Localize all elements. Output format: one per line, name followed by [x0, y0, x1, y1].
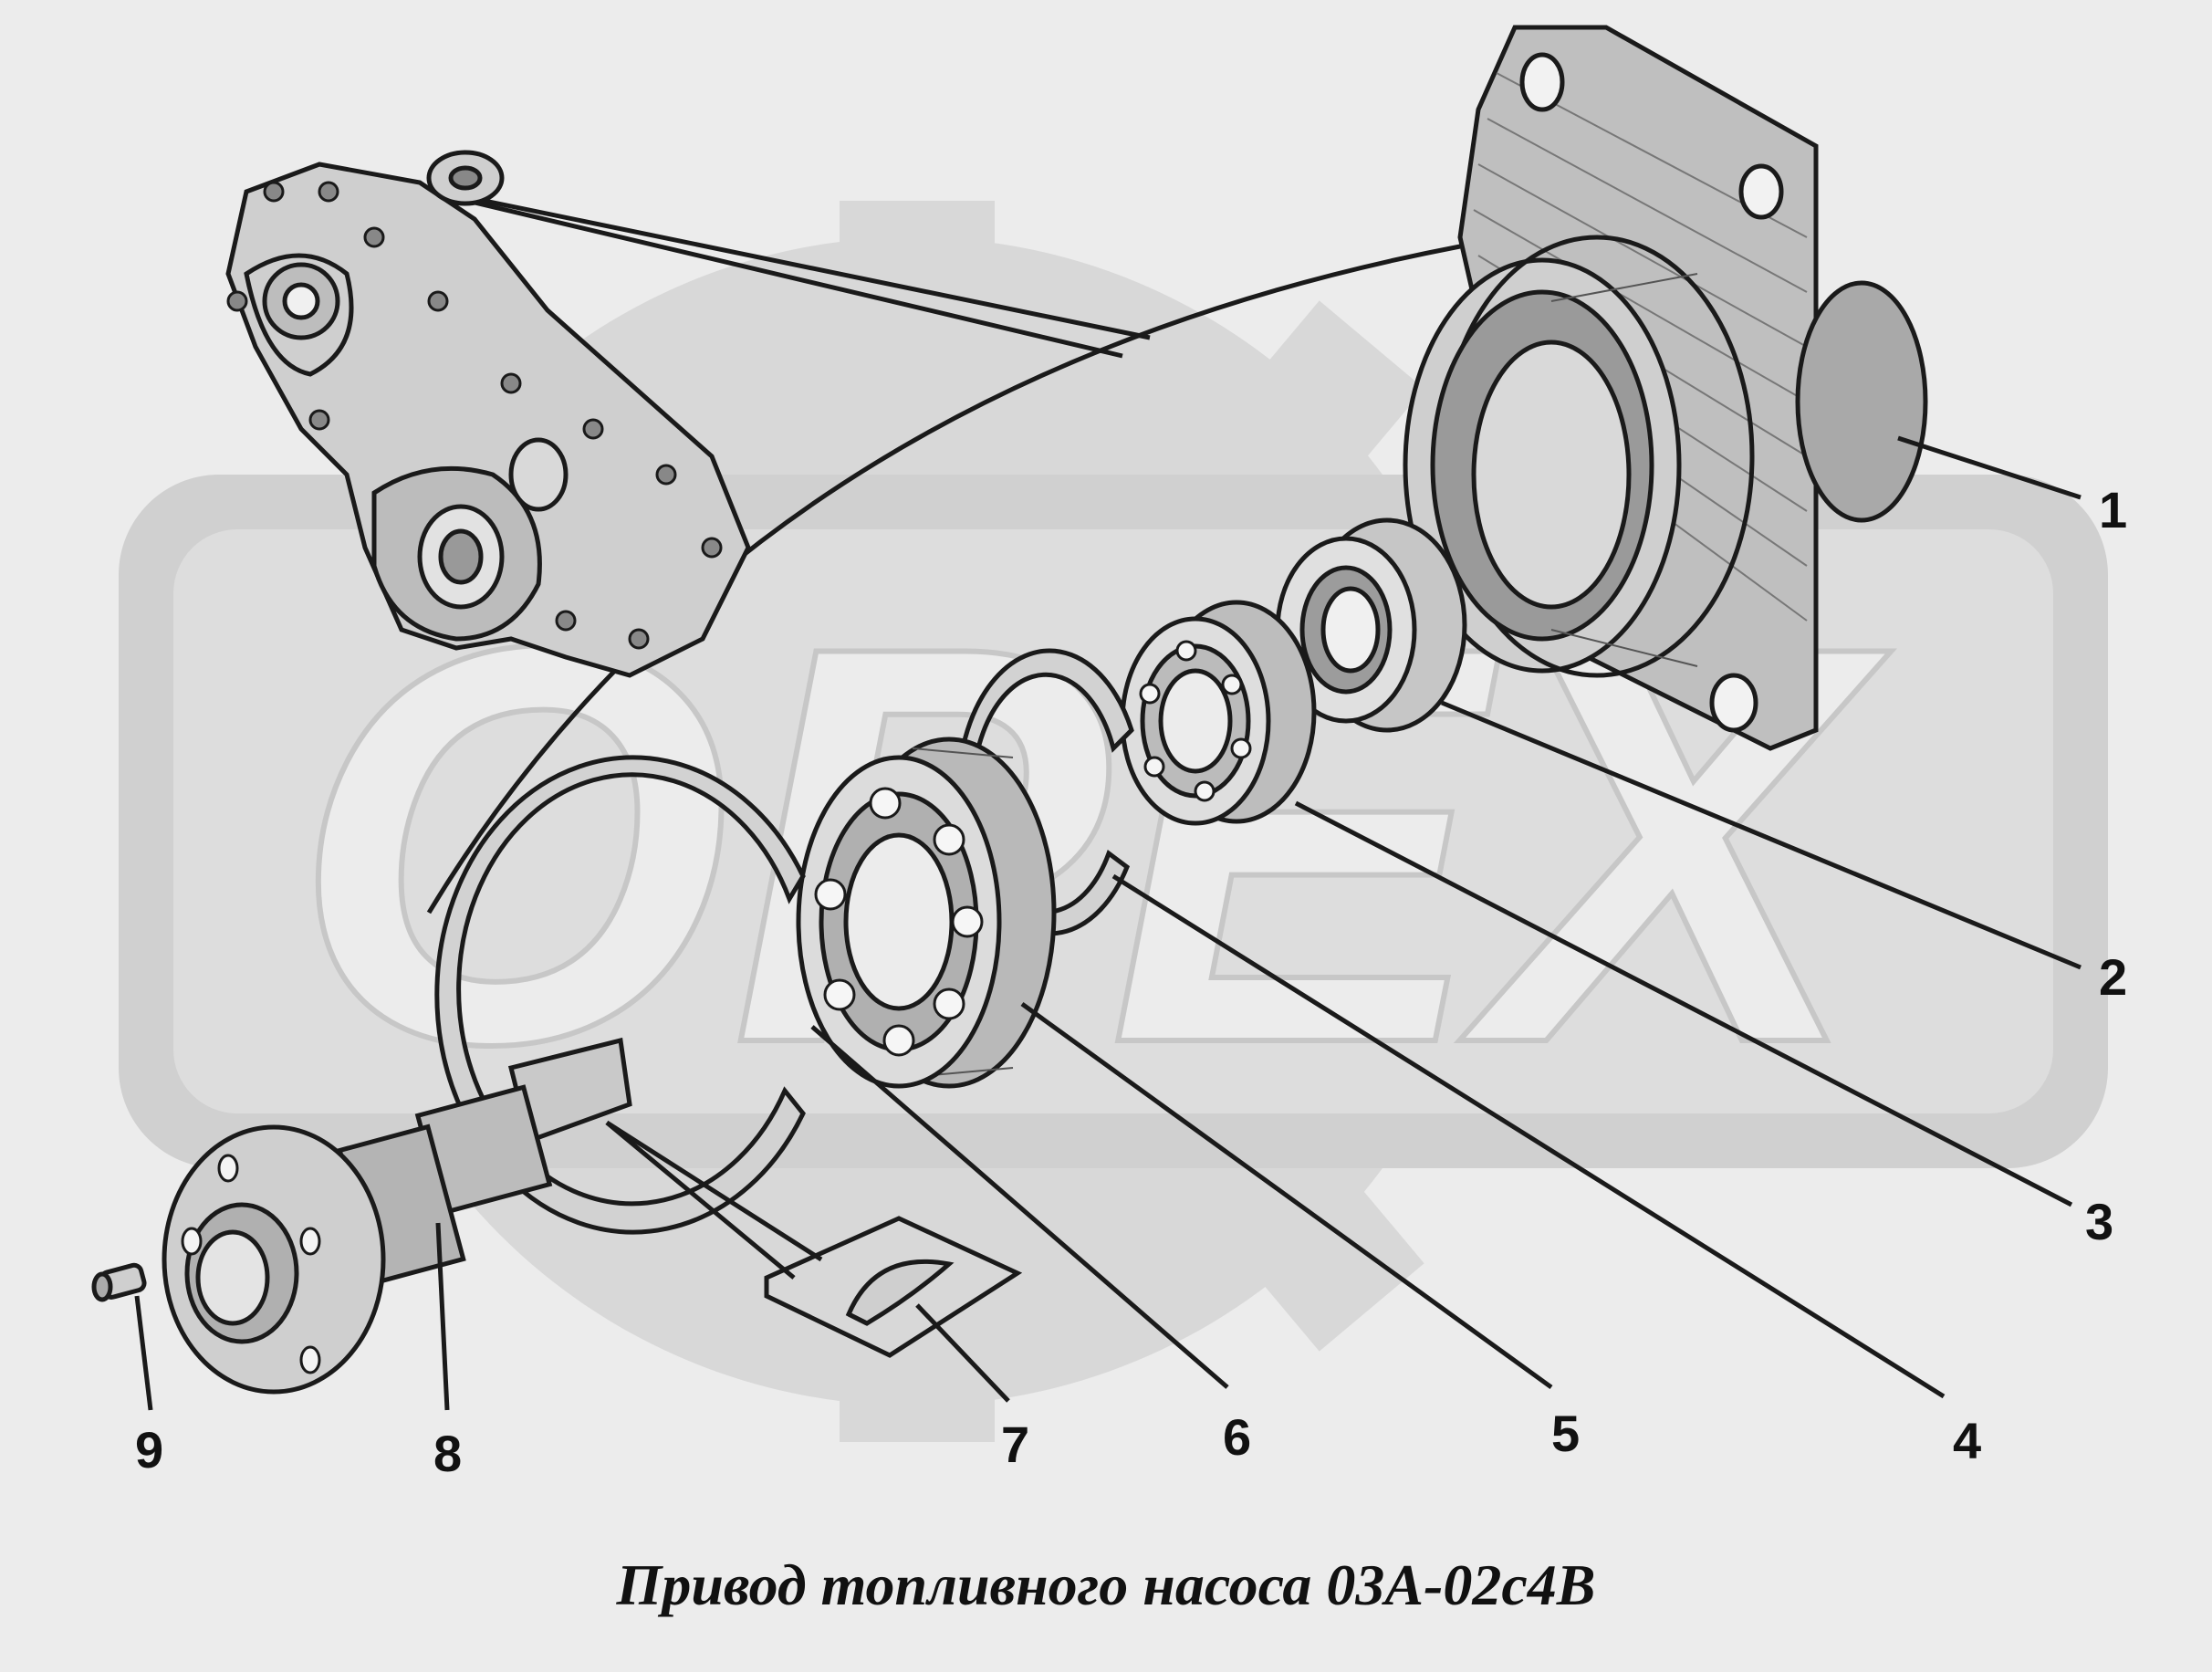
- callout-3: 3: [2085, 1193, 2113, 1250]
- callout-6: 6: [1223, 1408, 1251, 1466]
- diagram-caption: Привод топливного насоса 03А-02с4В: [616, 1552, 1596, 1617]
- leader-4: [1111, 873, 1946, 1399]
- callout-9: 9: [135, 1421, 163, 1479]
- leader-3: [1294, 800, 2073, 1207]
- leader-9: [134, 1295, 153, 1411]
- housing-detail-arc: [426, 244, 1461, 914]
- part-3-ball-bearing: [1120, 600, 1317, 826]
- callout-5: 5: [1551, 1405, 1580, 1462]
- callout-1: 1: [2099, 481, 2127, 538]
- leader-lines: [134, 435, 2082, 1411]
- part-5-large-bearing: [796, 737, 1057, 1089]
- part-7-key: [605, 1120, 1023, 1358]
- callout-4: 4: [1953, 1412, 1981, 1469]
- callout-2: 2: [2099, 948, 2127, 1006]
- part-1-housing: [1403, 25, 1928, 751]
- callout-8: 8: [433, 1425, 462, 1482]
- callouts: 1 2 3 4 5 6 7 8 9: [135, 481, 2127, 1482]
- timing-cover-assembly: [225, 150, 751, 678]
- leader-8: [435, 1222, 450, 1411]
- leader-2: [1441, 700, 2082, 970]
- callout-7: 7: [1001, 1416, 1029, 1473]
- part-9-pin: [91, 1262, 147, 1302]
- leader-1: [1897, 435, 2082, 500]
- part-8-drive-shaft: [162, 1037, 632, 1395]
- leader-6: [810, 1025, 1229, 1389]
- leader-7: [915, 1303, 1010, 1403]
- leader-5: [1020, 1001, 1553, 1390]
